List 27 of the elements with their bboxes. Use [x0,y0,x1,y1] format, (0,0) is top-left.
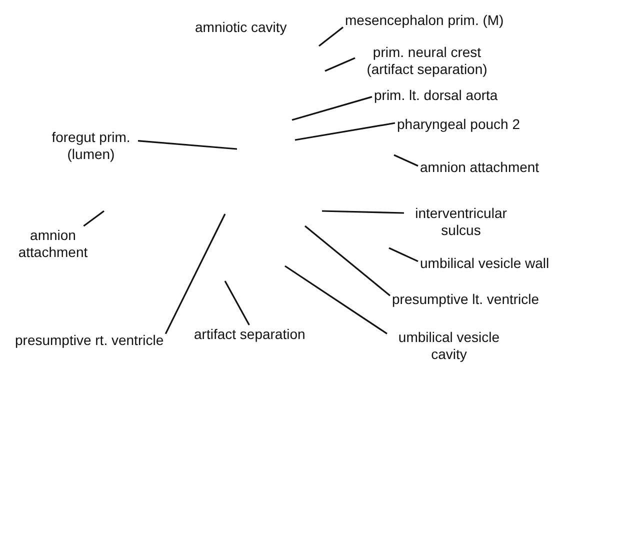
leader-line [224,280,250,326]
structure-label: amnion attachment [13,227,93,261]
leader-line [304,225,390,296]
structure-label: amnion attachment [420,159,540,176]
leader-line [322,210,404,214]
leader-line [318,26,344,47]
structure-label: prim. neural crest (artifact separation) [357,44,497,78]
structure-label: mesencephalon prim. (M) [345,12,504,29]
leader-line [284,265,388,334]
structure-label: artifact separation [194,326,306,343]
leader-line [83,210,104,227]
leader-line [164,214,226,334]
structure-label: presumptive lt. ventricle [392,291,540,308]
leader-line [324,57,356,72]
structure-label: pharyngeal pouch 2 [397,116,520,133]
structure-label: interventricular sulcus [406,205,516,239]
leader-line [394,154,418,167]
structure-label: presumptive rt. ventricle [15,332,164,349]
leader-line [294,122,396,141]
leader-line [138,140,238,150]
structure-label: umbilical vesicle wall [420,255,550,272]
leader-line [292,96,372,121]
structure-label: amniotic cavity [195,19,287,36]
structure-label: prim. lt. dorsal aorta [374,87,498,104]
structure-label: foregut prim. (lumen) [46,129,136,163]
leader-line [388,247,418,262]
structure-label: umbilical vesicle cavity [389,329,509,363]
